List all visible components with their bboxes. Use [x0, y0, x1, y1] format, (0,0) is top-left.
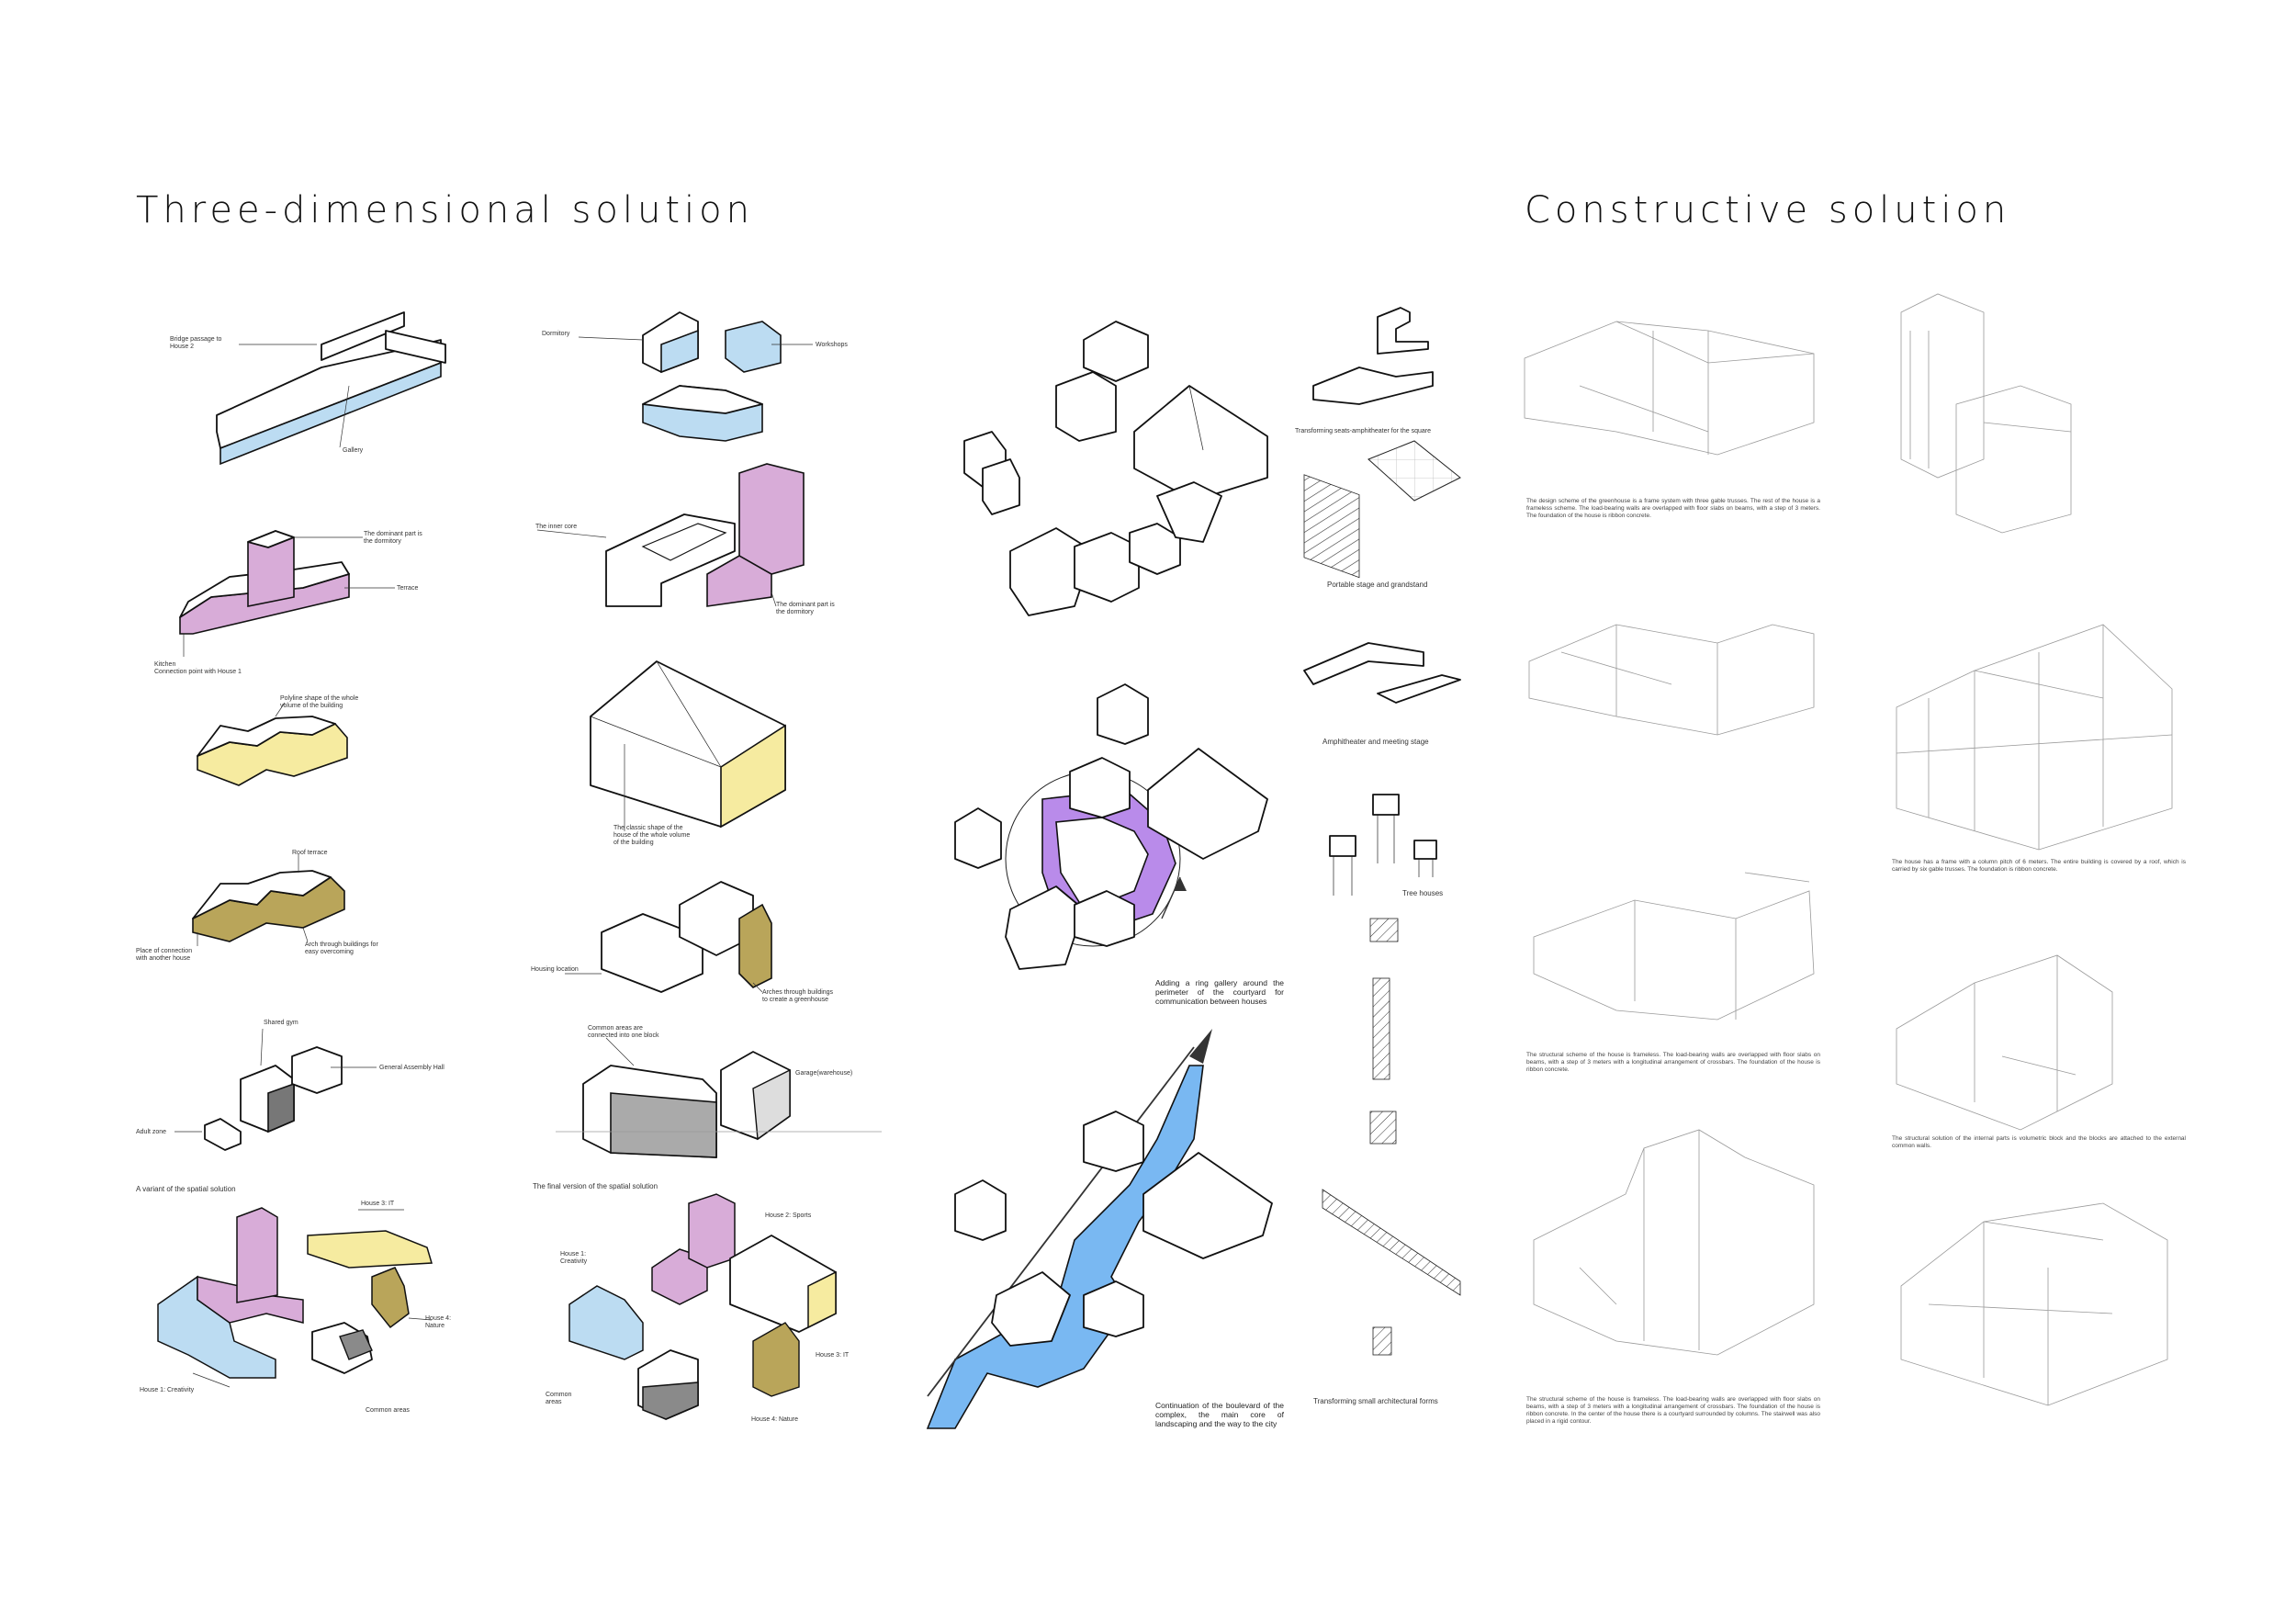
structural-scheme-2-drawing	[1533, 872, 1815, 1021]
paragraph-frame: The house has a frame with a column pitc…	[1892, 859, 2186, 873]
caption-ring-gallery: Adding a ring gallery around the perimet…	[1155, 978, 1284, 1006]
caption-amph-meeting: Amphitheater and meeting stage	[1322, 738, 1429, 746]
caption-final: The final version of the spatial solutio…	[533, 1182, 658, 1190]
structural-scheme-1-drawing	[1528, 624, 1815, 736]
three-dimensional-title: Three-dimensional solution	[136, 189, 754, 231]
label-terrace: Terrace	[397, 585, 419, 592]
label-housing: Housing location	[531, 966, 579, 973]
portable-stage-icon	[1303, 440, 1461, 579]
paragraph-volumetric: The structural solution of the internal …	[1892, 1135, 2186, 1149]
tower-frame-drawing	[1900, 293, 2072, 534]
label-workshops: Workshops	[816, 342, 848, 348]
label-arches: Arches through buildings to create a gre…	[762, 989, 834, 1003]
dominant-dormitory-diagram	[179, 530, 395, 657]
caption-variant: A variant of the spatial solution	[136, 1185, 236, 1193]
gable-truss-frame-drawing	[1896, 624, 2173, 851]
final-composite-diagram	[568, 1193, 837, 1420]
label-classic: The classic shape of the house of the wh…	[613, 825, 691, 846]
label-house4: House 4: Nature	[425, 1315, 452, 1329]
tree-houses-icon	[1329, 794, 1437, 896]
label-dominant-2: The dominant part is the dormitory	[776, 602, 835, 615]
label-house3-2: House 3: IT	[816, 1352, 850, 1359]
label-garage: Garage(warehouse)	[795, 1070, 853, 1077]
label-arch: Arch through buildings for easy overcomi…	[305, 942, 378, 955]
polyline-shape-diagram	[197, 702, 348, 786]
bridge-gallery-diagram	[216, 311, 446, 466]
label-house3: House 3: IT	[361, 1201, 395, 1207]
classic-house-diagram	[590, 660, 786, 831]
label-house2: House 2: Sports	[765, 1212, 812, 1219]
small-forms-icons	[1322, 918, 1461, 1356]
label-assembly: General Assembly Hall	[379, 1065, 445, 1071]
variant-composite-diagram	[157, 1207, 433, 1388]
label-bridge: Bridge passage to House 2	[170, 336, 222, 350]
inner-core-diagram	[536, 463, 805, 607]
caption-amph-square: Transforming seats-amphitheater for the …	[1295, 428, 1431, 434]
label-roof-terrace: Roof terrace	[292, 850, 328, 856]
label-dormitory: Dormitory	[542, 331, 570, 337]
paragraph-greenhouse: The design scheme of the greenhouse is a…	[1526, 498, 1820, 519]
paragraph-frameless-1: The structural scheme of the house is fr…	[1526, 1052, 1820, 1073]
courtyard-house-drawing	[1533, 1129, 1815, 1356]
paragraph-frameless-2: The structural scheme of the house is fr…	[1526, 1396, 1820, 1425]
dormitory-workshops-diagram	[578, 311, 813, 442]
label-kitchen: Kitchen Connection point with House 1	[154, 661, 242, 675]
shared-gym-diagram	[174, 1028, 377, 1151]
label-house1-2: House 1: Creativity	[560, 1251, 588, 1265]
constructive-title: Constructive solution	[1525, 189, 2011, 231]
label-gallery: Gallery	[343, 447, 364, 454]
gallery-volume	[219, 361, 442, 466]
caption-small-forms: Transforming small architectural forms	[1313, 1397, 1438, 1405]
label-inner-core: The inner core	[535, 524, 578, 530]
transforming-seats-icon	[1312, 307, 1434, 405]
label-dominant: The dominant part is the dormitory	[364, 531, 422, 545]
common-block-diagram	[556, 1037, 882, 1158]
label-common: Common areas	[366, 1407, 410, 1414]
roof-terrace-diagram	[192, 854, 345, 946]
caption-portable: Portable stage and grandstand	[1327, 581, 1428, 589]
amphitheater-stage-icon	[1303, 642, 1461, 704]
label-common-2: Common areas	[546, 1392, 572, 1405]
label-shared-gym: Shared gym	[264, 1020, 298, 1026]
volumetric-block-drawing	[1896, 954, 2113, 1131]
label-house1: House 1: Creativity	[140, 1387, 195, 1393]
arches-greenhouse-diagram	[565, 881, 772, 993]
caption-tree: Tree houses	[1402, 889, 1444, 897]
site-plan-top-diagram	[963, 321, 1268, 616]
label-polyline: Polyline shape of the whole volume of th…	[280, 695, 359, 709]
ring-gallery-diagram	[954, 683, 1268, 970]
label-house4-2: House 4: Nature	[751, 1416, 798, 1423]
label-common-block: Common areas are connected into one bloc…	[588, 1025, 659, 1039]
greenhouse-frame-drawing	[1524, 321, 1815, 456]
boulevard-diagram	[926, 1029, 1273, 1429]
greenhouse-interior-drawing	[1900, 1202, 2168, 1406]
label-place-connection: Place of connection with another house	[136, 948, 193, 962]
label-adult: Adult zone	[136, 1129, 167, 1135]
caption-boulevard: Continuation of the boulevard of the com…	[1155, 1401, 1284, 1428]
